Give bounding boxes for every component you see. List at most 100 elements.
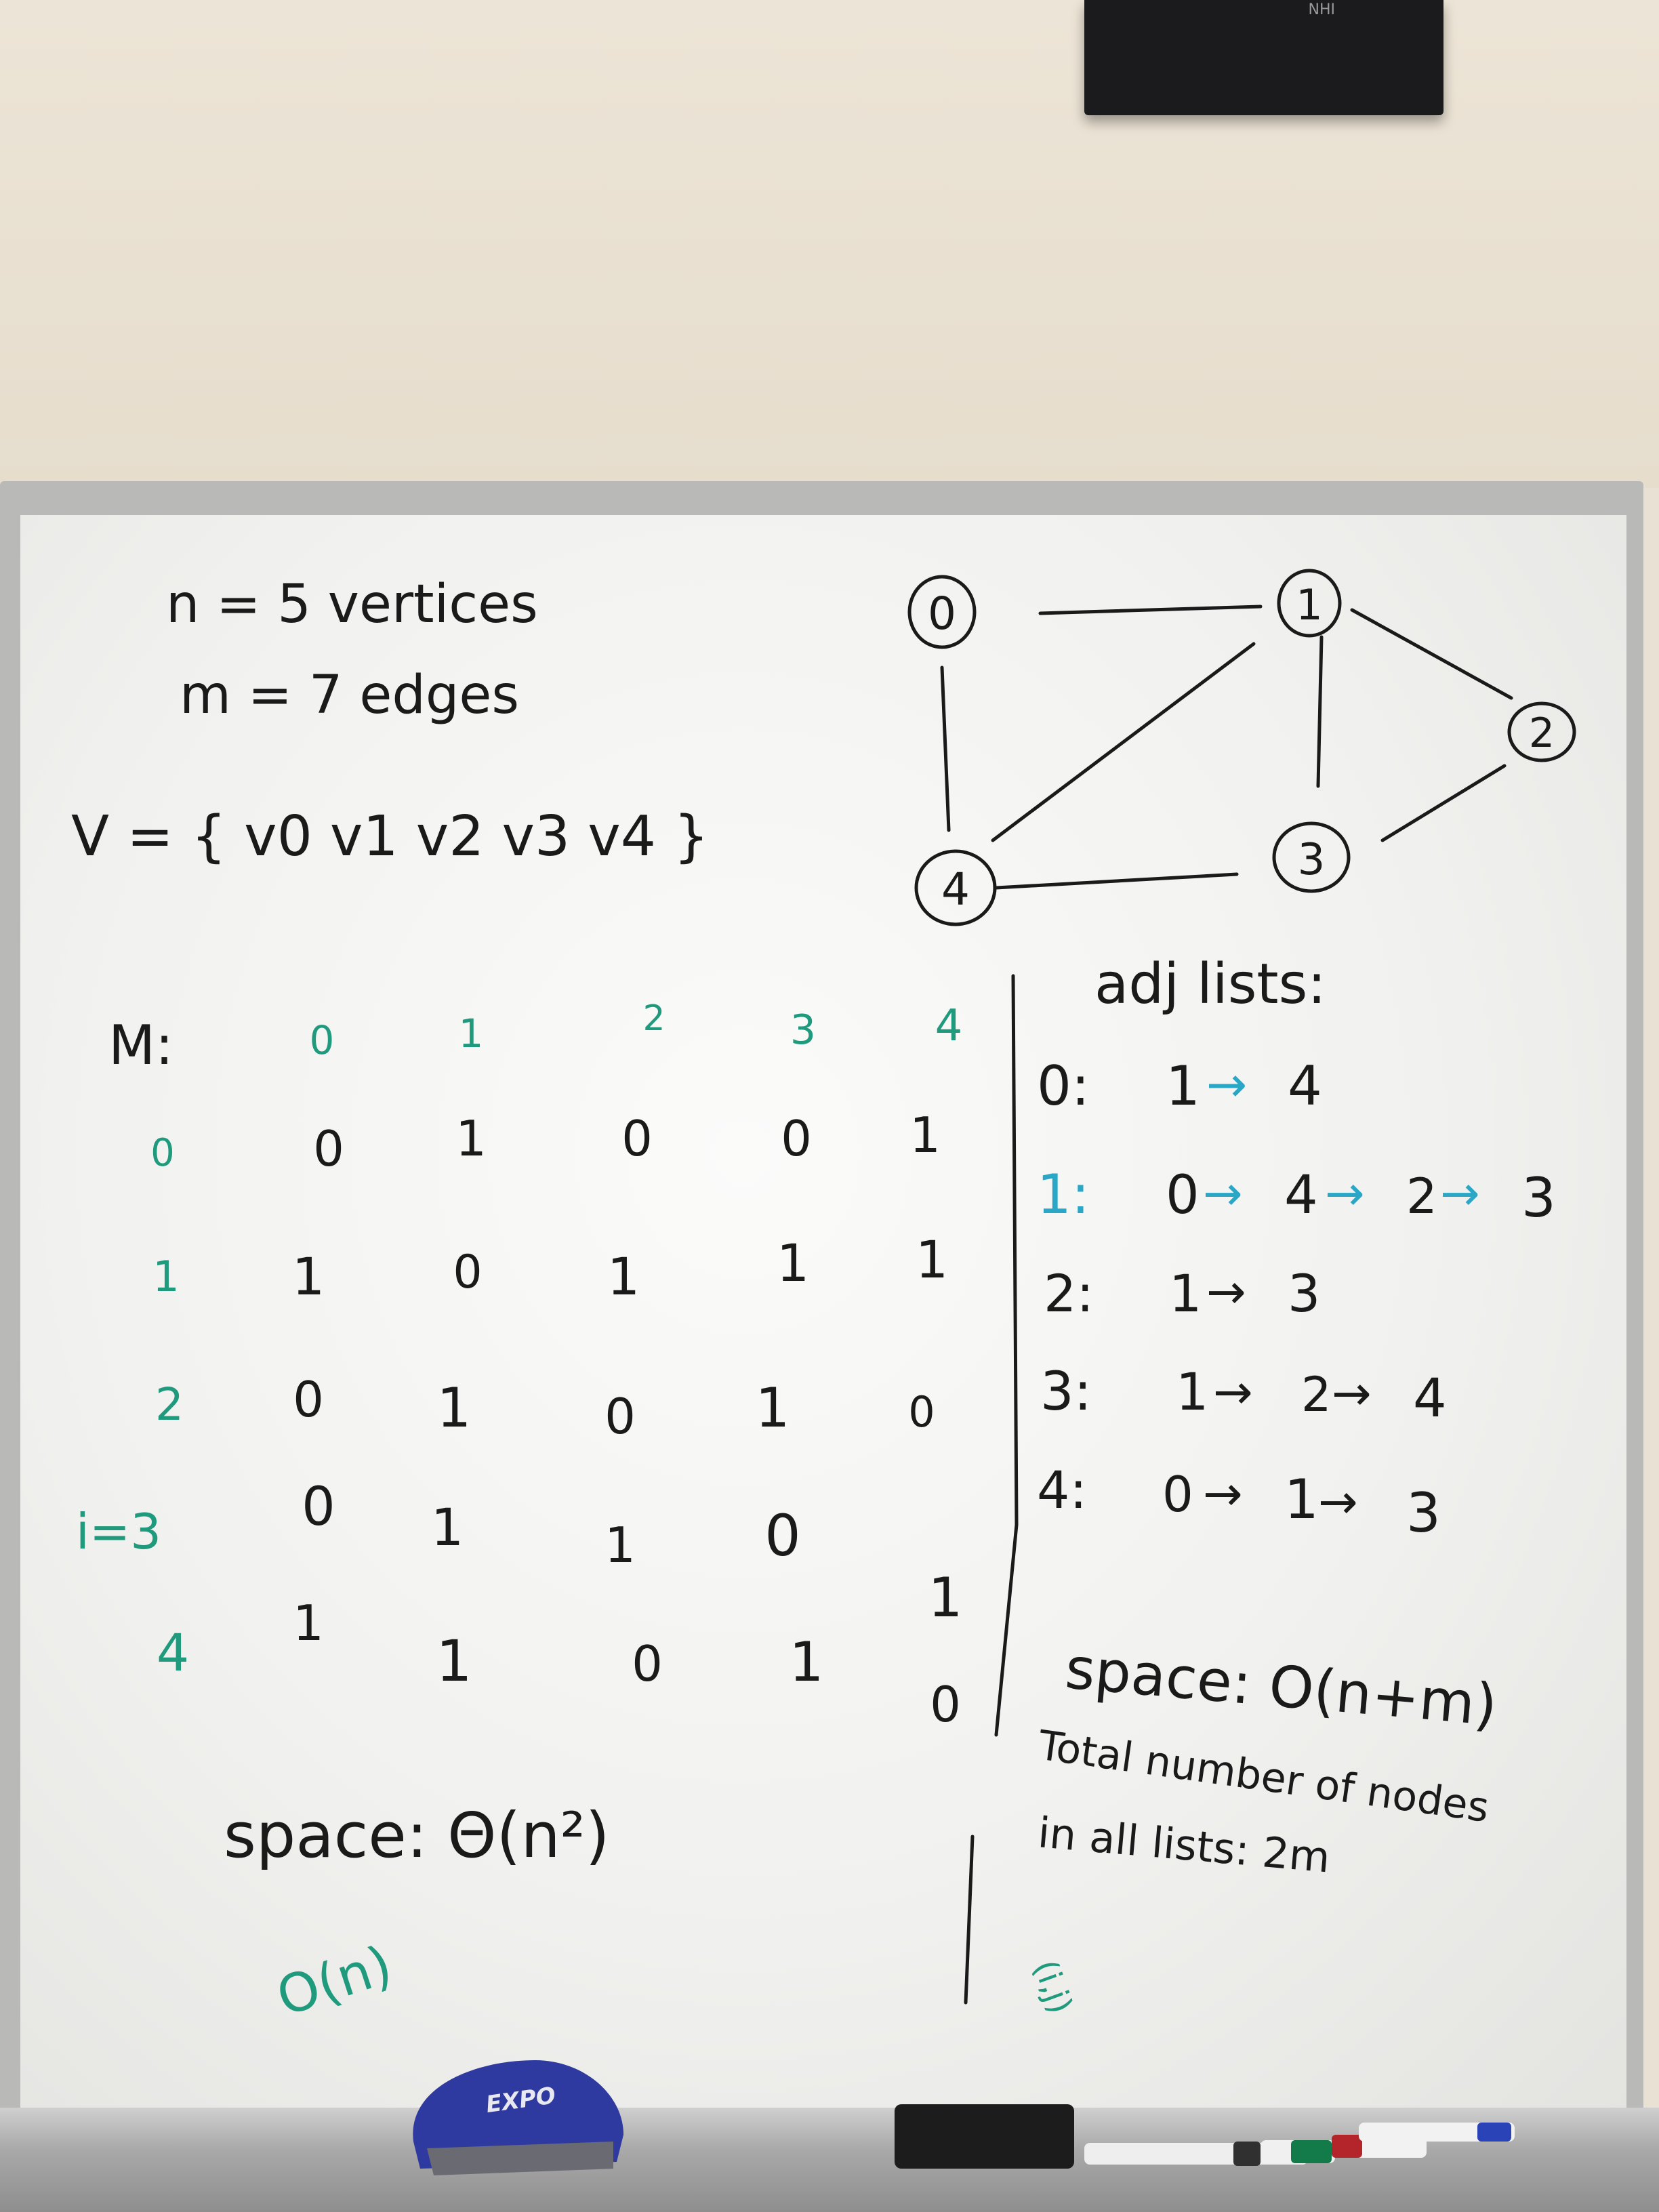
matrix-cell: 1: [436, 1628, 472, 1694]
vertex-count: n = 5 vertices: [166, 574, 538, 635]
matrix-cell: 0: [930, 1676, 961, 1733]
projector-mount: NHI: [1084, 0, 1443, 115]
adj-arrow: →: [1318, 1474, 1358, 1530]
matrix-cell: 1: [431, 1497, 464, 1557]
adj-item: 0: [1162, 1466, 1193, 1523]
graph-node-1: 1: [1277, 569, 1342, 638]
adj-key: 4:: [1037, 1460, 1087, 1520]
matrix-cell: 0: [781, 1110, 812, 1167]
matrix-row-header: 0: [150, 1131, 175, 1175]
matrix-cell: 0: [605, 1388, 636, 1445]
adj-item: 4: [1284, 1165, 1318, 1226]
matrix-row-header: 4: [157, 1622, 189, 1683]
matrix-cell: 0: [293, 1371, 324, 1428]
matrix-cell: 1: [437, 1376, 472, 1439]
divider-line-upper: [994, 974, 1019, 1737]
adj-arrow: →: [1332, 1366, 1372, 1421]
matrix-cell: 0: [621, 1110, 653, 1167]
edge-0-4: [940, 665, 951, 832]
graph-node-0: 0: [907, 575, 977, 649]
whiteboard: [20, 515, 1626, 2111]
adj-arrow: →: [1203, 1166, 1243, 1221]
matrix-cell: 1: [292, 1246, 325, 1307]
adj-arrow: →: [1325, 1166, 1365, 1221]
adj-arrow: →: [1206, 1264, 1246, 1319]
graph-node-2: 2: [1507, 701, 1576, 762]
edge-3-4: [994, 872, 1239, 890]
matrix-row-header: 1: [152, 1252, 179, 1301]
adj-list-4: 4: 0 → 1 → 3: [1037, 1460, 1441, 1544]
matrix-col-header: 2: [642, 998, 665, 1039]
matrix-cell: 1: [777, 1233, 809, 1293]
adj-list-0: 0: 1 → 4: [1037, 1054, 1322, 1118]
adj-arrow: →: [1206, 1056, 1247, 1113]
adj-key: 1:: [1037, 1163, 1090, 1226]
svg-text:1: 1: [1296, 580, 1322, 630]
adj-total-line2: in all lists: 2m: [1036, 1807, 1332, 1882]
matrix-cell: 1: [605, 1517, 636, 1574]
divider-line-lower: [964, 1835, 975, 2005]
adj-note: (i,j): [1026, 1955, 1080, 2019]
adj-item: 3: [1288, 1263, 1320, 1324]
matrix-cell: 0: [764, 1502, 800, 1569]
graph-node-4: 4: [914, 849, 997, 926]
matrix-cell: 0: [632, 1635, 663, 1692]
matrix-cell: 1: [909, 1107, 941, 1164]
adj-item: 1: [1284, 1468, 1319, 1531]
matrix-cells: 0 1 0 0 1 1 0 1 1 1 0 1 0 1 0 0 1 1 0 1 …: [292, 1107, 963, 1733]
adj-item: 2: [1301, 1367, 1332, 1422]
adj-space: space: O(n+m): [1063, 1635, 1500, 1738]
matrix-cell: 0: [453, 1246, 482, 1299]
matrix-cell: 1: [916, 1229, 948, 1290]
adj-arrow: →: [1203, 1466, 1243, 1521]
matrix-col-headers: 0 1 2 3 4: [310, 998, 963, 1063]
matrix-cell: 1: [928, 1566, 963, 1629]
matrix-space: space: Θ(n²): [224, 1799, 610, 1872]
adj-arrow: →: [1213, 1364, 1253, 1420]
matrix-cell: 1: [607, 1246, 640, 1307]
adj-item: 2: [1406, 1168, 1437, 1225]
adj-item: 3: [1521, 1166, 1556, 1229]
matrix-col-header: 1: [459, 1010, 484, 1057]
markers[interactable]: [1084, 2123, 1515, 2166]
adj-item: 3: [1406, 1481, 1441, 1544]
whiteboard-eraser[interactable]: EXPO: [413, 2060, 623, 2175]
adj-item: 4: [1288, 1054, 1322, 1118]
svg-text:3: 3: [1298, 835, 1326, 885]
adj-item: 0: [1166, 1165, 1200, 1226]
black-eraser[interactable]: [895, 2104, 1074, 2169]
matrix-cell: 1: [455, 1110, 487, 1167]
adj-list-2: 2: 1 → 3: [1044, 1263, 1320, 1324]
edge-0-1: [1038, 605, 1263, 615]
projector-label: NHI: [1308, 1, 1336, 18]
adj-item: 1: [1166, 1054, 1200, 1118]
matrix-row-header: i=3: [76, 1503, 161, 1560]
svg-text:4: 4: [941, 863, 970, 916]
matrix-cell: 1: [756, 1376, 790, 1439]
edge-1-3: [1316, 635, 1324, 788]
adj-item: 1: [1176, 1361, 1208, 1422]
matrix-row-header: 2: [155, 1378, 184, 1431]
graph-node-3: 3: [1272, 821, 1351, 893]
matrix-cell: 0: [313, 1120, 344, 1177]
matrix-note: O(n): [270, 1934, 399, 2028]
adj-arrow: →: [1440, 1166, 1480, 1221]
svg-text:0: 0: [928, 588, 956, 640]
adj-list-1: 1: 0 → 4 → 2 → 3: [1037, 1163, 1556, 1229]
matrix-col-header: 3: [790, 1006, 816, 1054]
matrix-col-header: 4: [935, 1001, 963, 1051]
svg-text:2: 2: [1529, 710, 1555, 757]
adj-key: 0:: [1037, 1054, 1090, 1118]
matrix-row-headers: 0 1 2 i=3 4: [76, 1131, 189, 1683]
vertex-set: V = { v0 v1 v2 v3 v4 }: [71, 804, 709, 869]
edge-2-3: [1380, 764, 1507, 842]
matrix-cell: 1: [790, 1631, 824, 1694]
matrix-cell: 0: [302, 1477, 335, 1538]
matrix-cell: 0: [908, 1387, 935, 1437]
edge-1-2: [1350, 608, 1513, 700]
adj-key: 3:: [1040, 1361, 1092, 1422]
edge-1-4: [991, 642, 1256, 842]
edge-count: m = 7 edges: [180, 665, 519, 726]
matrix-label: M:: [108, 1014, 173, 1077]
